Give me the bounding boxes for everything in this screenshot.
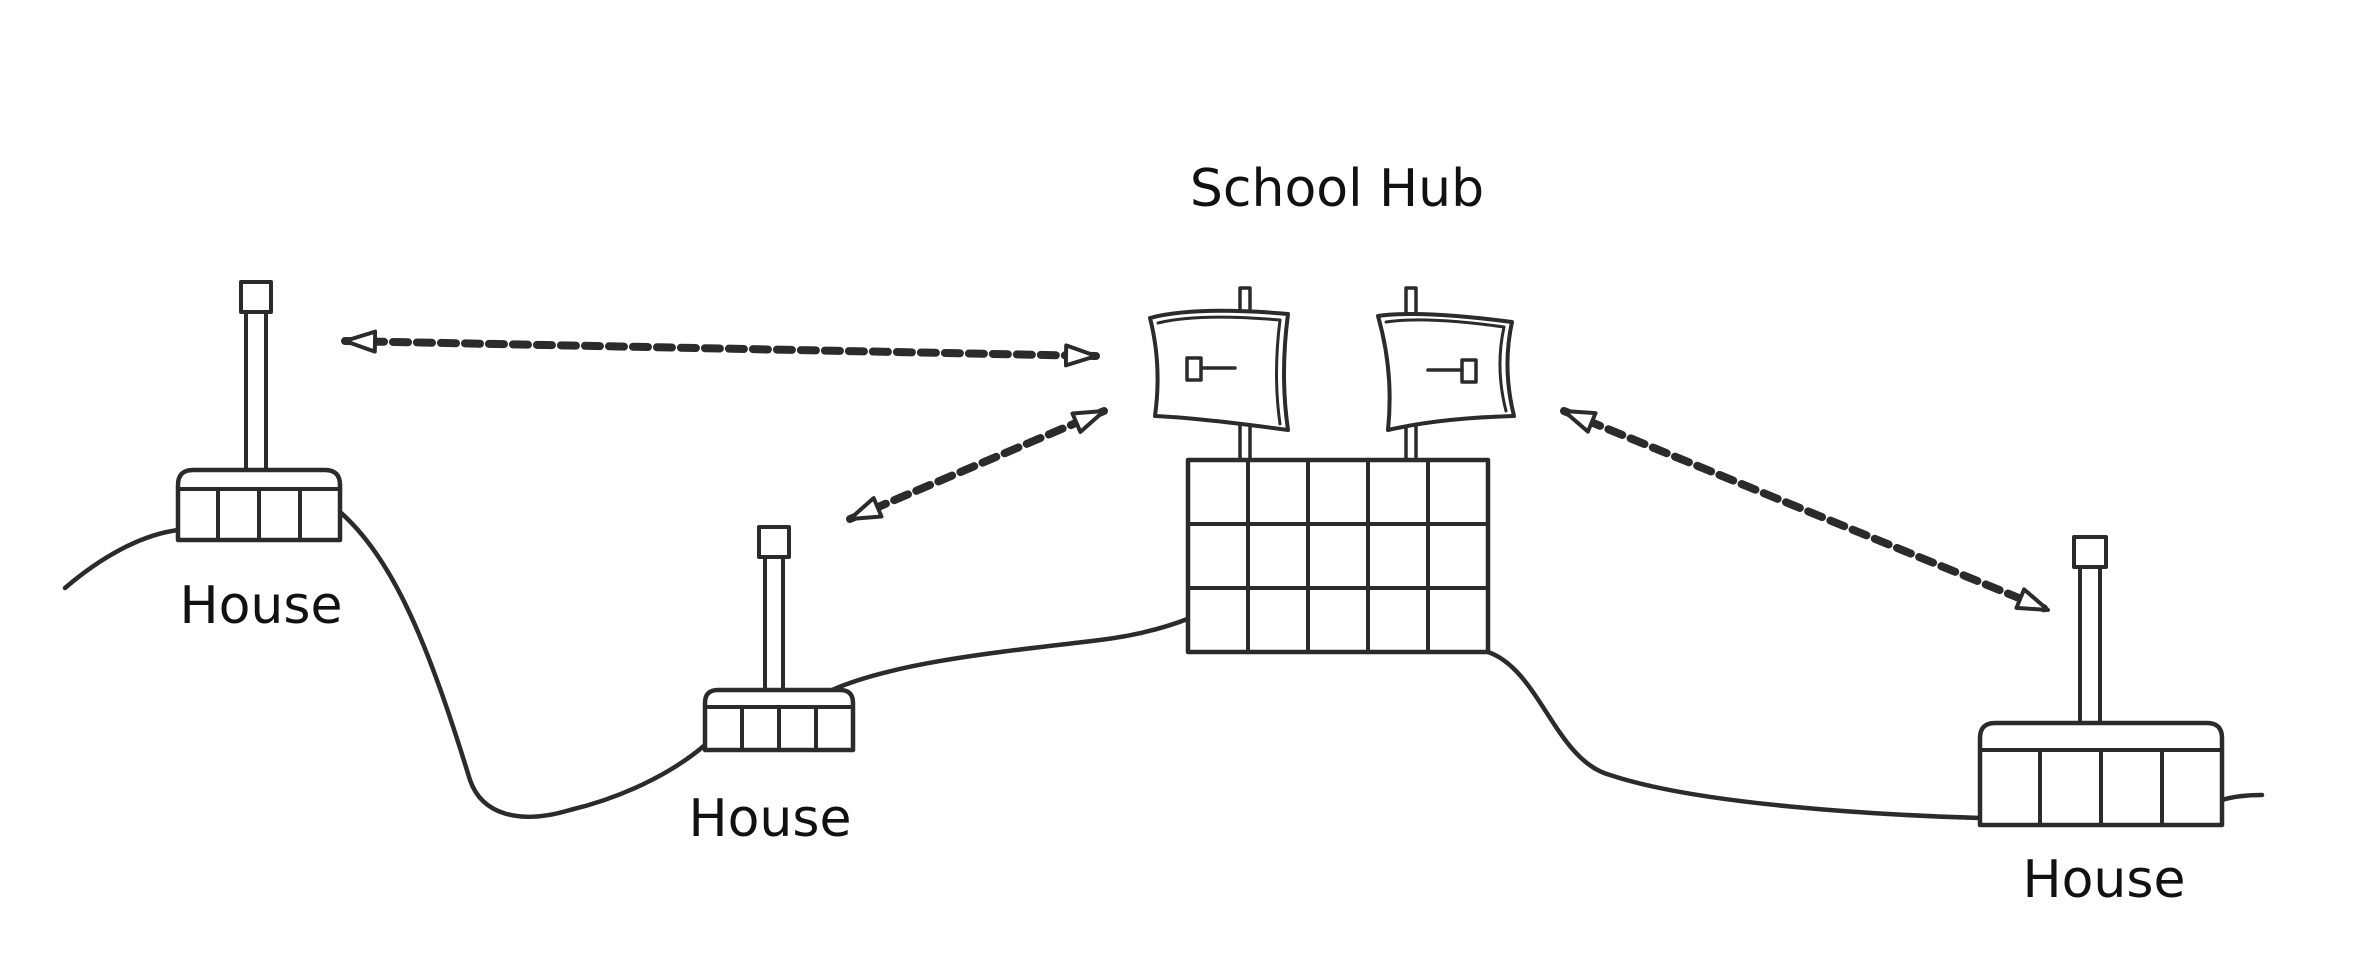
house-right-grid [1978, 748, 2224, 827]
school-hub [1148, 286, 1516, 655]
house-middle-grid [703, 705, 855, 752]
hub-left-dish [1148, 308, 1290, 432]
house-middle-label: House [688, 789, 852, 849]
hub-building [1185, 457, 1491, 655]
link-arrow-hub-to-house-middle [846, 407, 1108, 523]
house-left-grid [176, 487, 342, 542]
house-left-label: House [179, 576, 343, 636]
house-right [1977, 535, 2225, 828]
house-left [175, 280, 343, 543]
house-right-antenna-head [2072, 535, 2108, 569]
hub-building-grid [1186, 458, 1490, 654]
hub-label: School Hub [1189, 159, 1485, 219]
house-middle-antenna-head [757, 525, 791, 559]
house-middle [702, 525, 856, 753]
house-left-antenna-mast [244, 310, 268, 472]
house-middle-antenna-mast [763, 555, 785, 693]
hub-right-dish-feed [1460, 358, 1478, 384]
hub-left-dish-feed [1185, 356, 1203, 382]
house-left-antenna-head [239, 280, 273, 314]
hub-right-dish [1376, 312, 1516, 432]
link-arrow-hub-to-house-left [341, 329, 1100, 368]
house-right-antenna-mast [2078, 565, 2102, 731]
house-right-label: House [2022, 850, 2186, 910]
link-arrow-hub-to-house-right [1560, 407, 2052, 614]
terrain-line [62, 509, 2265, 821]
